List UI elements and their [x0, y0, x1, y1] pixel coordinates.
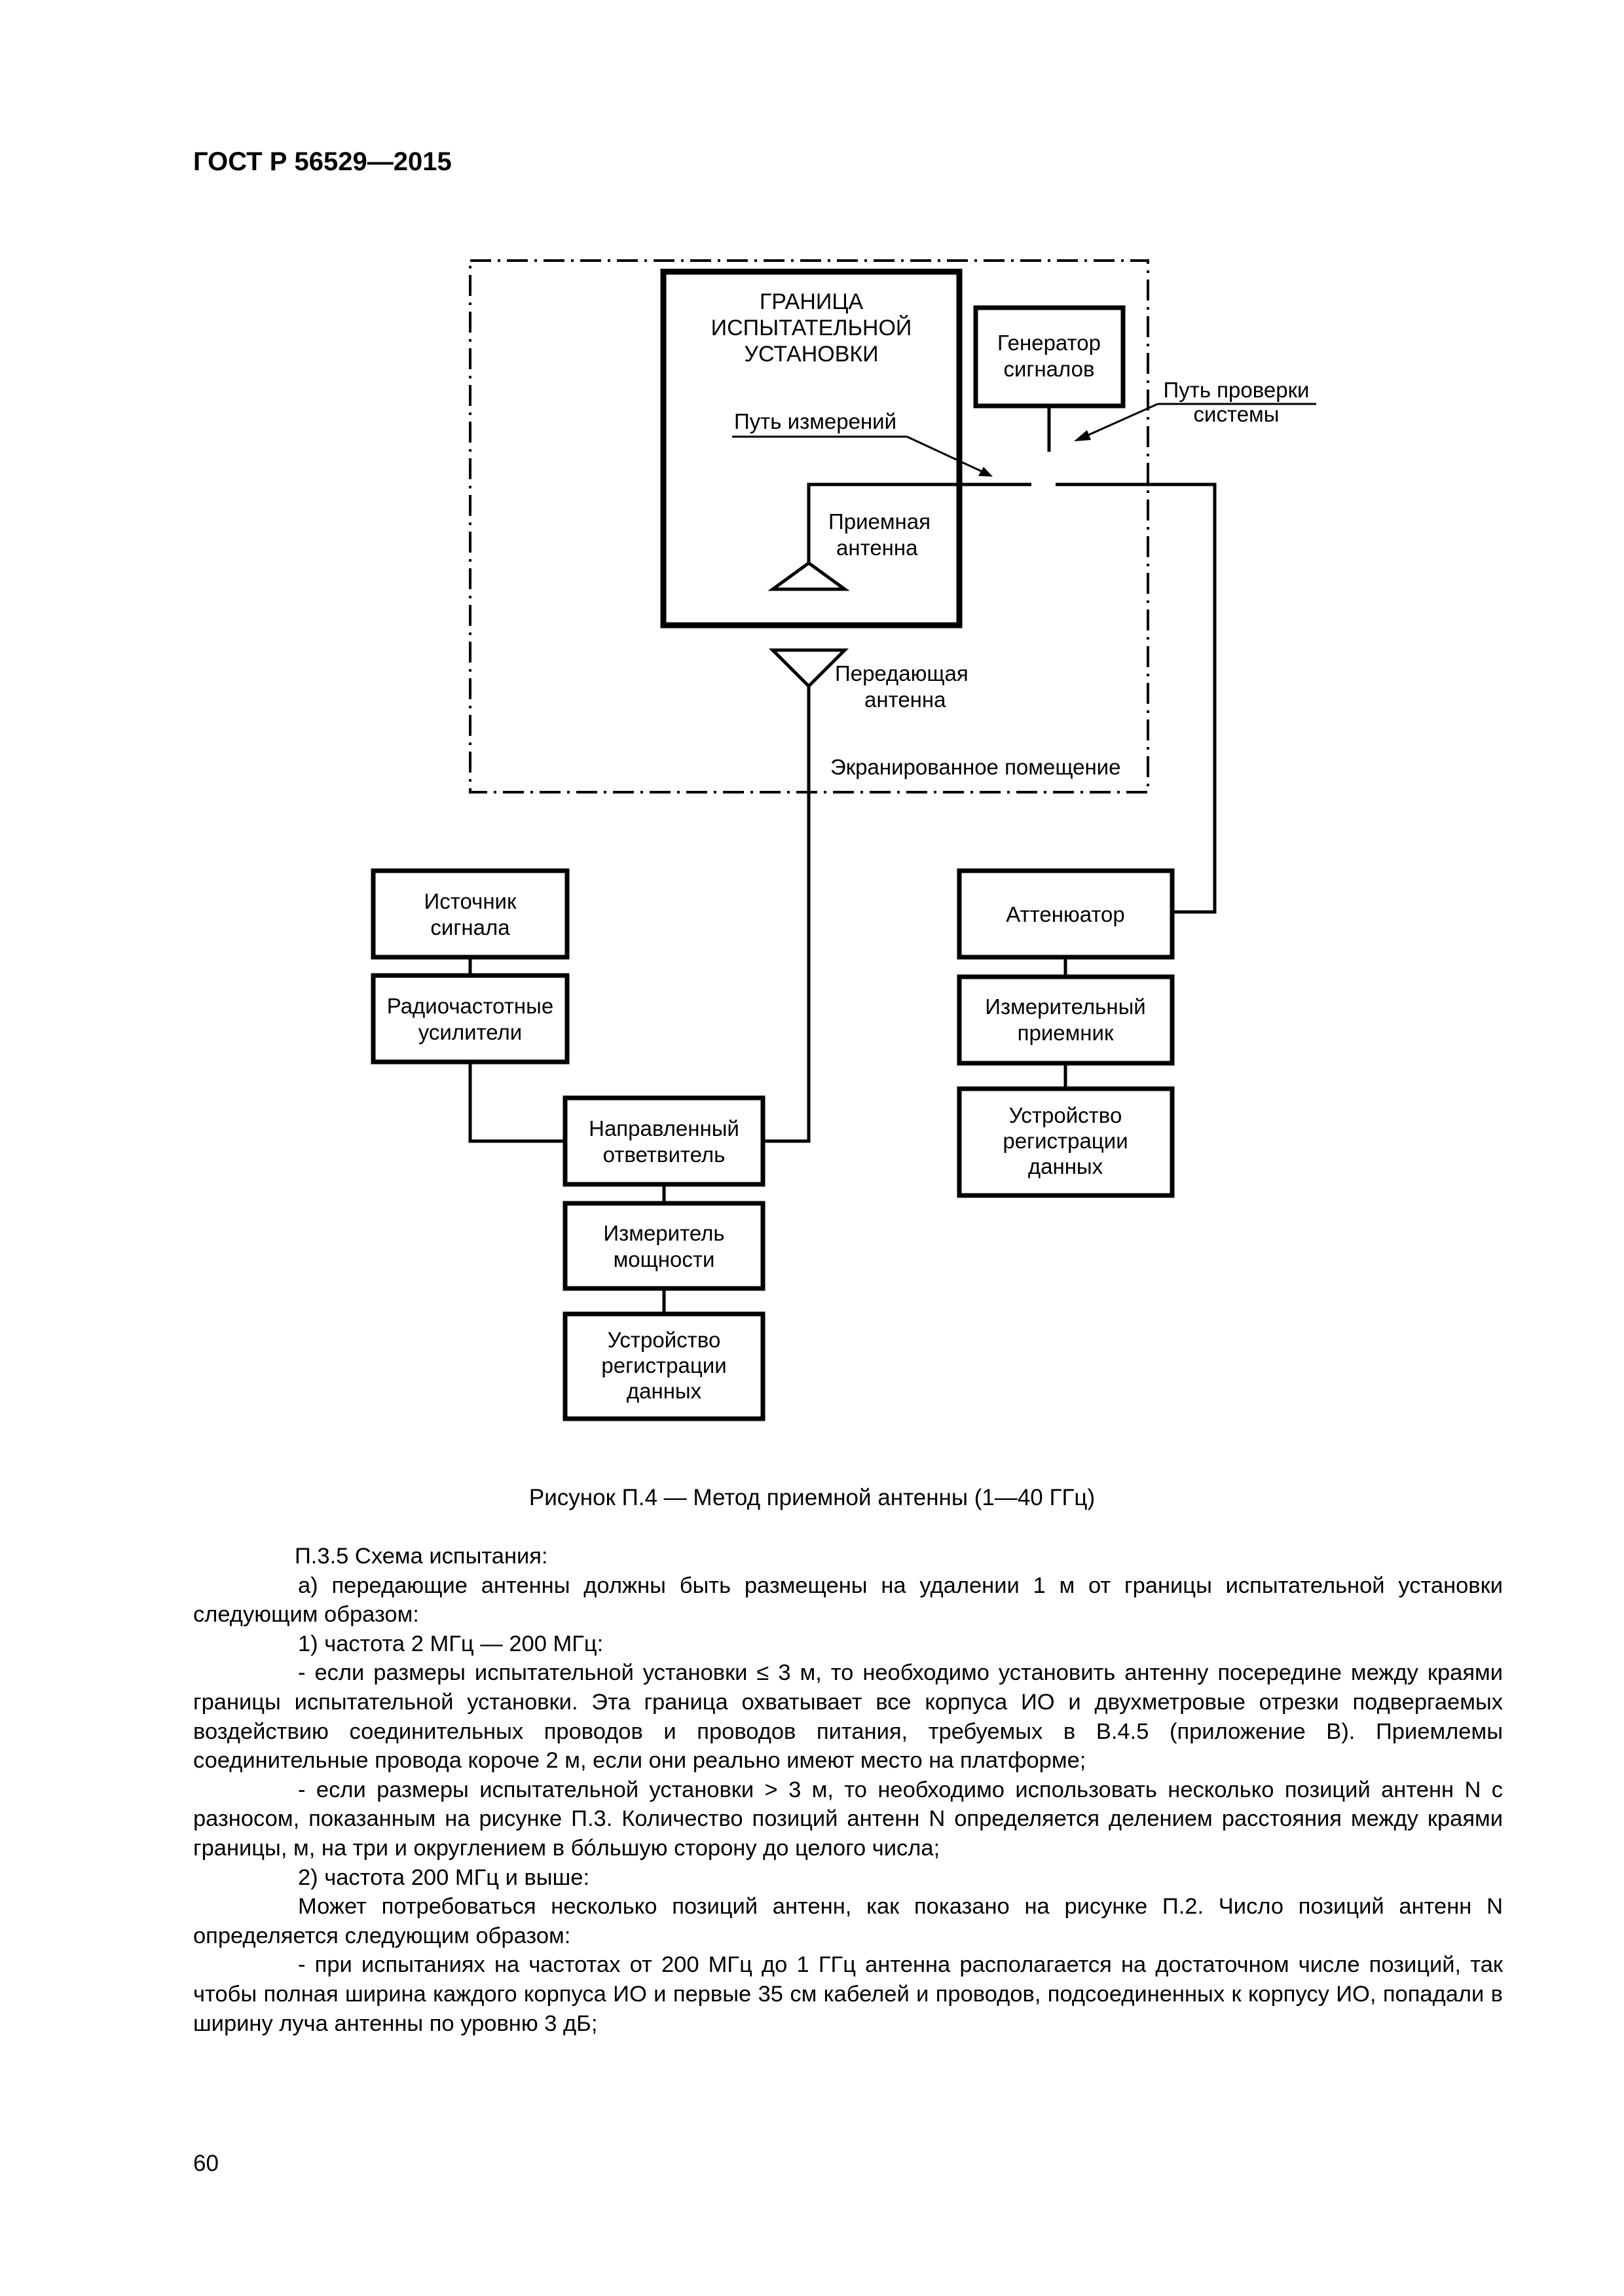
system-check-path-label-2: системы: [1194, 402, 1280, 426]
paragraph-bullet-small-setup: - если размеры испытательной установки ≤…: [193, 1660, 1503, 1774]
receive-antenna-label-2: антенна: [836, 536, 918, 560]
measuring-receiver-label-1: Измерительный: [985, 994, 1146, 1019]
paragraph-bullet-large-setup: - если размеры испытательной установки >…: [193, 1777, 1503, 1861]
data-recorder-left-label-1: Устройство: [608, 1328, 721, 1352]
test-setup-boundary-label-2: ИСПЫТАТЕЛЬНОЙ: [711, 316, 912, 340]
page-number: 60: [193, 2151, 219, 2176]
transmit-antenna-feed-line: [763, 686, 811, 1143]
measuring-receiver-label-2: приемник: [1018, 1021, 1114, 1045]
measurement-line-to-attenuator: [1056, 483, 1217, 914]
measuring-receiver-box: [957, 974, 1175, 1066]
signal-source-label-1: Источник: [424, 889, 517, 913]
measurement-path-label: Путь измерений: [734, 409, 896, 433]
receive-antenna-feed-line: [807, 483, 1031, 563]
body-text: П.3.5 Схема испытания: а) передающие ант…: [193, 1542, 1503, 2038]
figure-caption: Рисунок П.4 — Метод приемной антенны (1—…: [528, 1485, 1096, 1510]
document-header: ГОСТ Р 56529—2015: [193, 147, 452, 176]
measurement-path-leader: [906, 435, 989, 476]
paragraph-item-a: а) передающие антенны должны быть размещ…: [193, 1573, 1503, 1628]
directional-coupler-label-2: ответвитель: [603, 1142, 726, 1167]
system-check-path-label-1: Путь проверки: [1163, 378, 1309, 402]
paragraph-item-2: 2) частота 200 МГц и выше:: [298, 1865, 590, 1890]
transmit-antenna-label-2: антенна: [864, 687, 946, 712]
signal-generator-label-2: сигналов: [1003, 357, 1094, 381]
amplifier-to-coupler-line: [468, 1062, 565, 1143]
system-check-path-leader: [1077, 403, 1158, 441]
data-recorder-left-label-3: данных: [627, 1379, 702, 1403]
receive-antenna-icon: [767, 560, 850, 591]
signal-generator-label-1: Генератор: [997, 331, 1101, 355]
data-recorder-left-box: [563, 1311, 766, 1421]
data-recorder-right-label-2: регистрации: [1003, 1129, 1128, 1153]
rf-amplifiers-label-1: Радиочастотные: [387, 994, 553, 1018]
paragraph-section-heading: П.3.5 Схема испытания:: [295, 1544, 548, 1569]
data-recorder-right-label-1: Устройство: [1009, 1103, 1122, 1127]
paragraph-multiple-positions: Может потребоваться несколько позиций ан…: [193, 1894, 1503, 1948]
power-meter-label-2: мощности: [614, 1247, 715, 1271]
shielded-room-label: Экранированное помещение: [830, 755, 1120, 779]
power-meter-label-1: Измеритель: [603, 1221, 724, 1245]
transmit-antenna-icon: [768, 648, 849, 689]
receive-antenna-label-1: Приемная: [828, 509, 931, 534]
measurement-path-arrowhead: [978, 467, 993, 477]
paragraph-item-1: 1) частота 2 МГц — 200 МГц:: [298, 1631, 604, 1656]
signal-source-box: [371, 868, 570, 960]
test-setup-boundary-label-1: ГРАНИЦА: [760, 289, 864, 314]
directional-coupler-box: [563, 1095, 766, 1187]
paragraph-bullet-200mhz-1ghz: - при испытаниях на частотах от 200 МГц …: [193, 1952, 1503, 2036]
rf-amplifiers-box: [371, 973, 570, 1065]
directional-coupler-label-1: Направленный: [589, 1116, 739, 1140]
power-meter-box: [563, 1201, 766, 1291]
signal-source-label-2: сигнала: [430, 915, 510, 939]
data-recorder-right-label-3: данных: [1028, 1154, 1103, 1178]
test-setup-boundary-box: [660, 268, 963, 629]
data-recorder-right-box: [957, 1086, 1175, 1198]
test-setup-boundary-label-3: УСТАНОВКИ: [744, 342, 878, 367]
transmit-antenna-label-1: Передающая: [835, 661, 969, 685]
rf-amplifiers-label-2: усилители: [418, 1020, 522, 1044]
receive-antenna-method-diagram: ГРАНИЦА ИСПЫТАТЕЛЬНОЙ УСТАНОВКИ Генерато…: [371, 259, 1316, 1421]
attenuator-label: Аттенюатор: [1006, 902, 1125, 926]
system-check-path-arrowhead: [1074, 430, 1091, 441]
data-recorder-left-label-2: регистрации: [601, 1353, 726, 1377]
